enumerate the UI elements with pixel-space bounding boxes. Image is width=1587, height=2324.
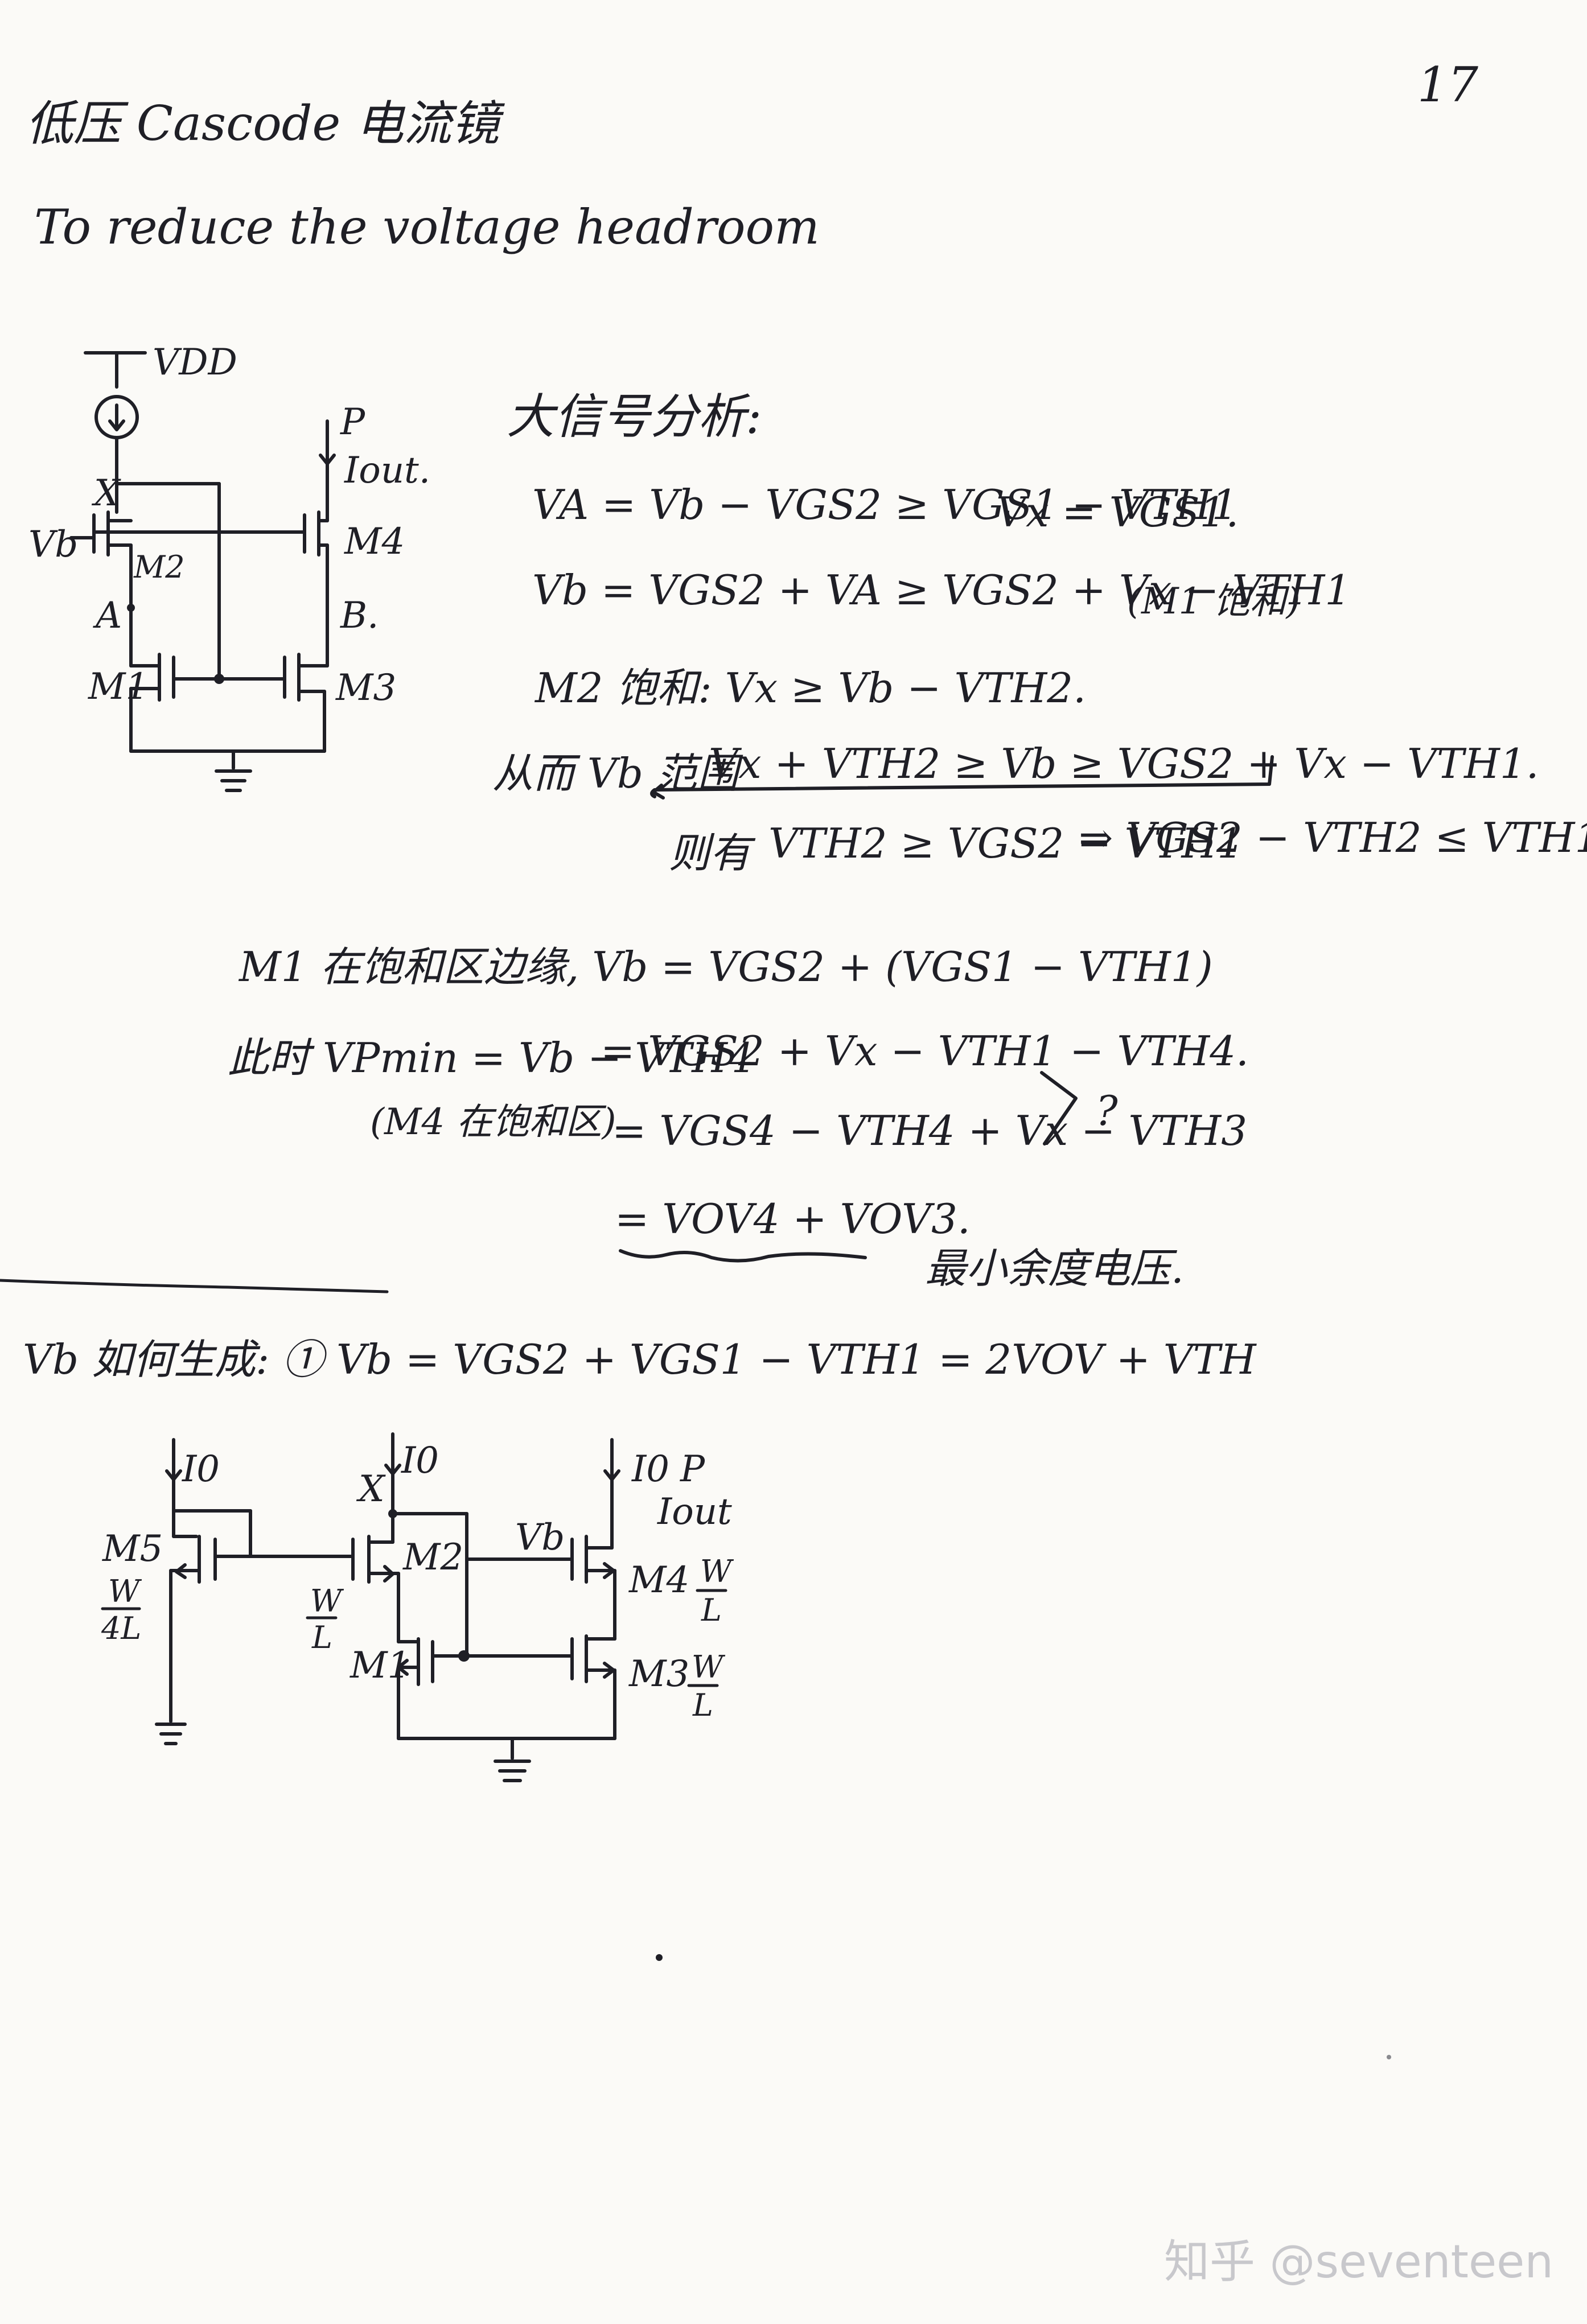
vb-label: Vb [28, 524, 79, 566]
page-number: 17 [1417, 57, 1478, 113]
m2-label-2: M2 [403, 1536, 464, 1579]
edge-line-2-prefix: 此时 VPmin = Vb − VTH4 [228, 1034, 754, 1082]
i0-label-2: I0 [401, 1440, 439, 1482]
m3-label: M3 [336, 667, 397, 709]
m4-ratio-den: L [701, 1592, 722, 1628]
edge-line-2: = VGS2 + Vx − VTH1 − VTH4. [601, 1027, 1249, 1075]
edge-line-4: = VOV4 + VOV3. [615, 1195, 971, 1243]
m2-label: M2 [134, 549, 185, 585]
mid-ratio-den: L [312, 1620, 332, 1655]
m3-label-2: M3 [629, 1653, 690, 1695]
p-label: P [340, 401, 365, 443]
edge-line-4-note: 最小余度电压. [925, 1245, 1184, 1292]
x-node-label-2: X [359, 1468, 385, 1510]
analysis-line-2-note: (M1 饱和) [1127, 580, 1301, 623]
analysis-line-1a: VA = Vb − VGS2 ≥ VGS1 − VTH1 [532, 481, 1238, 529]
m5-label: M5 [102, 1528, 163, 1570]
subtitle: To reduce the voltage headroom [34, 199, 820, 255]
iout-label: Iout. [344, 450, 431, 492]
i0-label-1: I0 [182, 1448, 220, 1490]
watermark: 知乎 @seventeen [1164, 2235, 1554, 2288]
m1-label: M1 [88, 666, 149, 708]
a-node-label: A [96, 595, 122, 637]
m1-label-2: M1 [350, 1645, 411, 1687]
analysis-line-1b: Vx = VGS1. [996, 488, 1239, 536]
mid-ratio-num: W [310, 1583, 342, 1619]
b-node-label: B. [340, 595, 379, 637]
vdd-label: VDD [153, 341, 237, 384]
analysis-heading: 大信号分析: [507, 389, 762, 444]
analysis-line-5b: ⇒ VGS2 − VTH2 ≤ VTH1. [1079, 814, 1587, 862]
p-label-2: P [680, 1448, 705, 1490]
analysis-line-5a: VTH2 ≥ VGS2 − VTH1 [768, 819, 1244, 867]
analysis-line-3: M2 饱和: Vx ≥ Vb − VTH2. [535, 664, 1086, 712]
edge-line-1: M1 在饱和区边缘, Vb = VGS2 + (VGS1 − VTH1) [239, 943, 1213, 991]
generate-line: Vb 如何生成: ① Vb = VGS2 + VGS1 − VTH1 = 2VO… [23, 1336, 1256, 1383]
m3-ratio-den: L [693, 1687, 713, 1723]
vb-label-2: Vb [515, 1517, 565, 1559]
x-node-label: X [94, 472, 120, 514]
m4-ratio-num: W [700, 1554, 732, 1589]
page-title: 低压 Cascode 电流镜 [26, 96, 499, 151]
analysis-line-2: Vb = VGS2 + VA ≥ VGS2 + Vx − VTH1 [532, 566, 1351, 614]
m5-ratio-num: W [108, 1573, 140, 1609]
m4-label-2: M4 [629, 1559, 690, 1601]
edge-question: ? [1096, 1087, 1118, 1135]
i0-label-3: I0 [632, 1448, 669, 1490]
analysis-line-4: Vx + VTH2 ≥ Vb ≥ VGS2 + Vx − VTH1. [709, 740, 1539, 788]
iout-label-2: Iout [657, 1491, 732, 1533]
m4-label: M4 [344, 521, 405, 563]
edge-line-3-prefix: (M4 在饱和区) [370, 1101, 616, 1143]
edge-line-3: = VGS4 − VTH4 + Vx − VTH3 [612, 1107, 1247, 1155]
analysis-line-5-prefix: 则有 [669, 829, 751, 877]
m5-ratio-den: 4L [101, 1610, 142, 1646]
m3-ratio-num: W [692, 1649, 723, 1685]
